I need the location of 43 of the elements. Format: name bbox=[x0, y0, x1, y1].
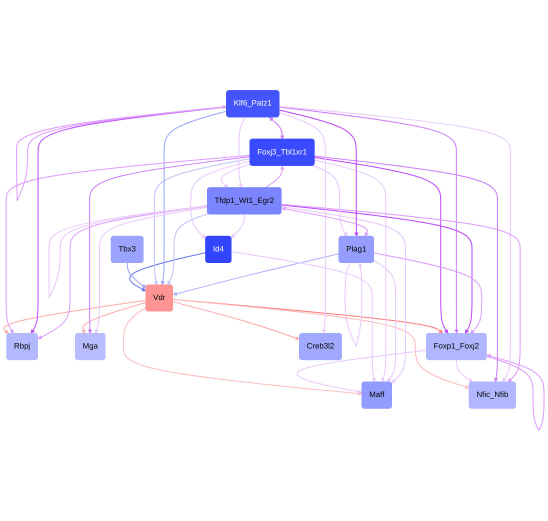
arrow bbox=[16, 105, 228, 202]
arrow bbox=[94, 206, 208, 334]
arrow bbox=[172, 299, 470, 389]
arrow bbox=[3, 300, 146, 334]
arrow bbox=[6, 154, 251, 334]
arrow bbox=[296, 350, 428, 394]
arrow bbox=[231, 214, 245, 238]
arrow bbox=[314, 160, 386, 382]
arrow bbox=[160, 110, 228, 286]
arrow bbox=[314, 156, 498, 382]
arrow bbox=[281, 204, 521, 382]
arrow bbox=[230, 251, 376, 382]
arrow bbox=[129, 252, 206, 292]
arrow bbox=[30, 106, 228, 334]
arrow bbox=[38, 206, 208, 340]
arrow bbox=[456, 360, 474, 382]
arrow bbox=[122, 306, 362, 396]
arrow bbox=[154, 158, 251, 286]
arrow bbox=[281, 206, 406, 384]
arrow bbox=[278, 106, 511, 382]
arrow bbox=[220, 164, 251, 188]
arrow bbox=[312, 165, 348, 237]
arrow bbox=[264, 166, 284, 188]
arrow bbox=[238, 116, 246, 188]
arrow bbox=[167, 213, 209, 286]
arrow bbox=[172, 301, 300, 340]
arrow bbox=[373, 252, 482, 334]
arrow bbox=[373, 260, 396, 382]
arrow bbox=[282, 206, 369, 237]
arrow bbox=[278, 106, 459, 334]
arrow bbox=[126, 262, 146, 288]
arrow bbox=[278, 110, 359, 237]
arrow bbox=[314, 156, 448, 334]
arrow bbox=[81, 302, 146, 334]
arrow bbox=[486, 354, 545, 431]
arrow bbox=[268, 117, 284, 140]
arrow bbox=[281, 204, 472, 334]
arrow bbox=[88, 156, 251, 334]
arrow bbox=[278, 112, 326, 334]
arrow bbox=[48, 204, 208, 298]
arrow bbox=[172, 253, 340, 296]
arrow bbox=[344, 262, 362, 348]
arrow bbox=[190, 160, 251, 239]
